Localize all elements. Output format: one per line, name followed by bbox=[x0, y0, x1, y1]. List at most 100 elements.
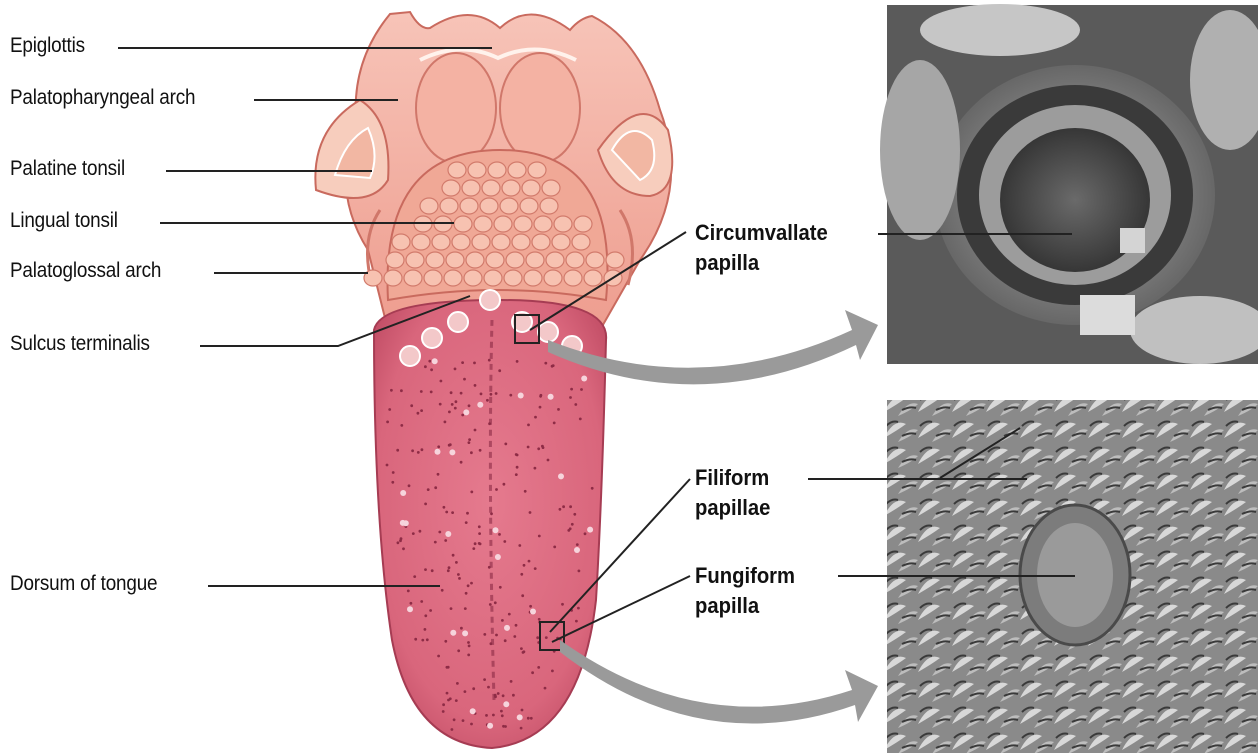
filiform-dot bbox=[456, 682, 459, 685]
filiform-dot bbox=[541, 445, 544, 448]
fungiform-dot bbox=[407, 606, 413, 612]
filiform-dot bbox=[527, 424, 530, 427]
filiform-dot bbox=[530, 717, 533, 720]
filiform-dot bbox=[442, 710, 445, 713]
filiform-dot bbox=[468, 438, 471, 441]
lingual-tonsil-bump bbox=[480, 198, 498, 214]
filiform-dot bbox=[575, 620, 578, 623]
fungiform-dot bbox=[503, 701, 509, 707]
filiform-dot bbox=[521, 709, 524, 712]
fungiform-dot bbox=[470, 708, 476, 714]
filiform-dot bbox=[485, 714, 488, 717]
label-fungiform-line1: Fungiform bbox=[695, 561, 795, 591]
fungiform-dot bbox=[432, 358, 438, 364]
filiform-dot bbox=[495, 488, 498, 491]
filiform-dot bbox=[502, 694, 505, 697]
filiform-dot bbox=[441, 589, 444, 592]
fungiform-dot bbox=[477, 402, 483, 408]
filiform-dot bbox=[402, 547, 405, 550]
filiform-dot bbox=[460, 392, 463, 395]
filiform-dot bbox=[412, 532, 415, 535]
filiform-dot bbox=[513, 635, 516, 638]
filiform-dot bbox=[544, 362, 547, 365]
lingual-tonsil-bump bbox=[508, 162, 526, 178]
filiform-dot bbox=[529, 511, 532, 514]
lingual-tonsil-bump bbox=[468, 162, 486, 178]
filiform-dot bbox=[430, 368, 433, 371]
filiform-dot bbox=[449, 443, 452, 446]
filiform-dot bbox=[460, 461, 463, 464]
filiform-dot bbox=[478, 532, 481, 535]
fungiform-dot bbox=[574, 547, 580, 553]
filiform-dot bbox=[527, 717, 530, 720]
filiform-dot bbox=[444, 539, 447, 542]
filiform-dot bbox=[400, 424, 403, 427]
filiform-dot bbox=[515, 473, 518, 476]
lingual-tonsil-bump bbox=[522, 180, 540, 196]
filiform-dot bbox=[467, 654, 470, 657]
lingual-tonsil-bump bbox=[444, 270, 462, 286]
filiform-dot bbox=[489, 603, 492, 606]
filiform-dot bbox=[487, 686, 490, 689]
filiform-dot bbox=[504, 443, 507, 446]
filiform-dot bbox=[430, 391, 433, 394]
filiform-dot bbox=[451, 511, 454, 514]
filiform-dot bbox=[468, 441, 471, 444]
lingual-tonsil-bump bbox=[454, 216, 472, 232]
lingual-tonsil-bump bbox=[446, 252, 464, 268]
lingual-tonsil-bump bbox=[552, 234, 570, 250]
filiform-dot bbox=[480, 393, 483, 396]
filiform-dot bbox=[421, 448, 424, 451]
filiform-dot bbox=[467, 584, 470, 587]
circumvallate-papilla-mark bbox=[422, 328, 442, 348]
filiform-dot bbox=[551, 670, 554, 673]
filiform-dot bbox=[451, 728, 454, 731]
filiform-dot bbox=[479, 543, 482, 546]
fungiform-dot bbox=[462, 630, 468, 636]
lingual-tonsil-bump bbox=[574, 216, 592, 232]
filiform-dot bbox=[445, 511, 448, 514]
lingual-tonsil-bump bbox=[462, 180, 480, 196]
filiform-dot bbox=[443, 506, 446, 509]
filiform-dot bbox=[516, 454, 519, 457]
lingual-tonsil-bump bbox=[572, 234, 590, 250]
filiform-dot bbox=[407, 590, 410, 593]
filiform-dot bbox=[396, 449, 399, 452]
lingual-tonsil-bump bbox=[424, 270, 442, 286]
filiform-dot bbox=[468, 645, 471, 648]
filiform-dot bbox=[579, 418, 582, 421]
filiform-dot bbox=[474, 542, 477, 545]
circumvallate-papilla-mark bbox=[448, 312, 468, 332]
filiform-dot bbox=[449, 697, 452, 700]
filiform-dot bbox=[488, 359, 491, 362]
lingual-tonsil-bump bbox=[566, 252, 584, 268]
filiform-dot bbox=[503, 540, 506, 543]
filiform-dot bbox=[421, 639, 424, 642]
lingual-tonsil-bump bbox=[488, 162, 506, 178]
fungiform-dot bbox=[504, 625, 510, 631]
filiform-dot bbox=[424, 628, 427, 631]
lingual-tonsil-bump bbox=[484, 270, 502, 286]
filiform-dot bbox=[455, 561, 458, 564]
filiform-dot bbox=[419, 530, 422, 533]
filiform-dot bbox=[553, 546, 556, 549]
filiform-dot bbox=[537, 447, 540, 450]
fungiform-dot bbox=[518, 393, 524, 399]
lingual-tonsil-bump bbox=[404, 270, 422, 286]
filiform-dot bbox=[490, 393, 493, 396]
filiform-dot bbox=[501, 714, 504, 717]
filiform-dot bbox=[479, 449, 482, 452]
filiform-dot bbox=[569, 396, 572, 399]
lingual-tonsil-bump bbox=[534, 216, 552, 232]
filiform-dot bbox=[500, 710, 503, 713]
filiform-dot bbox=[561, 603, 564, 606]
filiform-dot bbox=[460, 627, 463, 630]
filiform-dot bbox=[408, 484, 411, 487]
filiform-dot bbox=[427, 488, 430, 491]
fungiform-dot bbox=[493, 527, 499, 533]
filiform-dot bbox=[461, 414, 464, 417]
filiform-dot bbox=[386, 464, 389, 467]
fungiform-dot bbox=[487, 723, 493, 729]
filiform-dot bbox=[503, 483, 506, 486]
filiform-dot bbox=[467, 641, 470, 644]
